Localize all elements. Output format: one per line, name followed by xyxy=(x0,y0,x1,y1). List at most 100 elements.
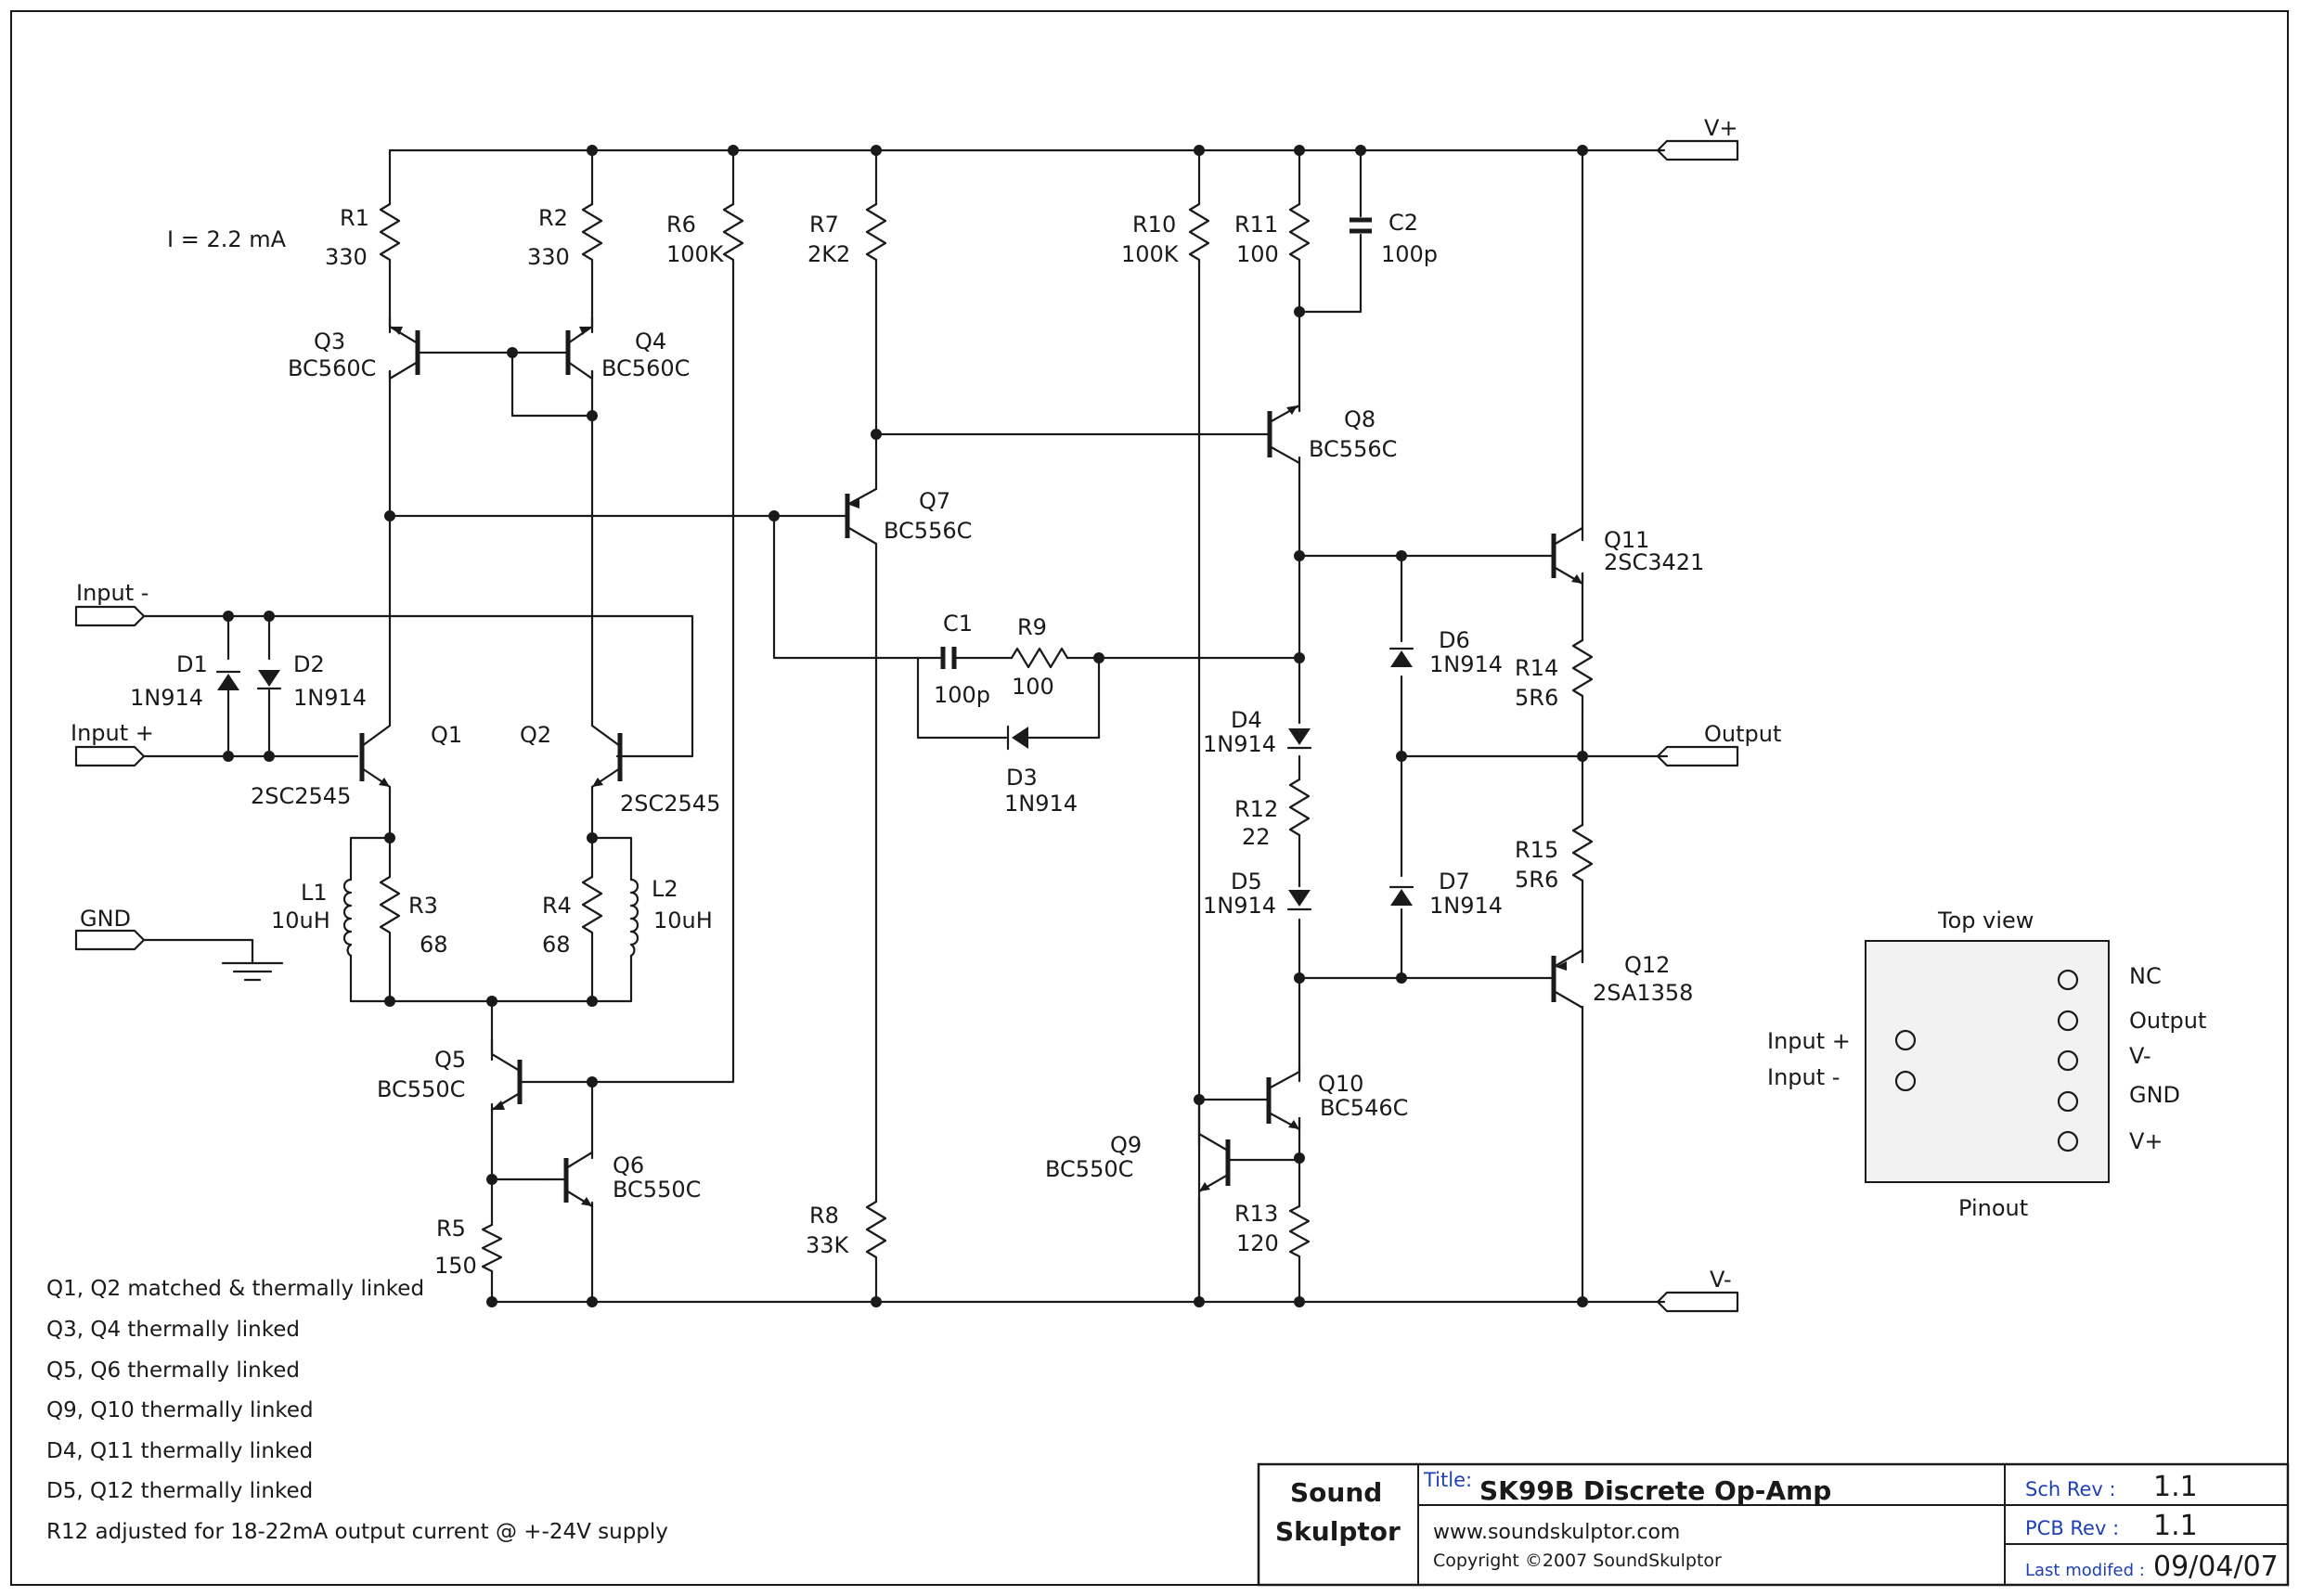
modified-value: 09/04/07 xyxy=(2153,1551,2279,1583)
label-d5-ref: D5 xyxy=(1231,869,1262,895)
port-label-vminus: V- xyxy=(1710,1267,1732,1293)
drawing-title: SK99B Discrete Op-Amp xyxy=(1479,1475,1831,1506)
company-name-line1: Sound xyxy=(1290,1477,1382,1508)
port-vplus xyxy=(1656,139,1739,161)
port-output xyxy=(1656,745,1739,767)
transistor-q8 xyxy=(1267,404,1301,465)
sch-rev-value: 1.1 xyxy=(2153,1471,2198,1503)
pin-label-right: NC xyxy=(2129,963,2162,989)
label-r1-ref: R1 xyxy=(340,205,369,231)
transistor-q5 xyxy=(490,1037,594,1112)
pinout-header: Top view xyxy=(1937,907,2034,933)
transistor-q10 xyxy=(1266,1065,1301,1131)
port-label-input-minus: Input - xyxy=(76,580,149,606)
pin-vminus xyxy=(2057,1049,2079,1072)
label-q6-ref: Q6 xyxy=(613,1152,644,1178)
pin-label-left: Input - xyxy=(1767,1064,1840,1090)
label-d2-ref: D2 xyxy=(293,651,325,677)
resistor-r15 xyxy=(1571,823,1594,892)
label-d1-ref: D1 xyxy=(176,651,208,677)
label-q2-ref: Q2 xyxy=(520,722,551,748)
junctions xyxy=(223,145,1588,1307)
pin-label-right: V+ xyxy=(2129,1128,2163,1154)
label-r11-val: 100 xyxy=(1236,241,1279,267)
label-r10-val: 100K xyxy=(1121,241,1180,267)
label-r15-val: 5R6 xyxy=(1515,867,1558,893)
label-r4-val: 68 xyxy=(542,932,571,958)
label-d7-val: 1N914 xyxy=(1429,893,1503,919)
label-r1-val: 330 xyxy=(325,244,368,270)
note-line: Q5, Q6 thermally linked xyxy=(46,1358,300,1383)
note-line: R12 adjusted for 18-22mA output current … xyxy=(46,1520,668,1544)
transistors xyxy=(359,315,1584,1208)
label-q3-ref: Q3 xyxy=(314,328,345,354)
diode-d7 xyxy=(1388,885,1414,906)
diode-d6 xyxy=(1388,647,1414,667)
resistor-r8 xyxy=(865,1200,887,1268)
pin-input-plus xyxy=(1894,1029,1917,1051)
label-r7-ref: R7 xyxy=(809,212,839,238)
label-r13-val: 120 xyxy=(1236,1230,1279,1256)
label-d2-val: 1N914 xyxy=(293,685,367,711)
pin-output xyxy=(2057,1010,2079,1032)
port-label-output: Output xyxy=(1704,721,1781,747)
title-block: Sound Skulptor Title: SK99B Discrete Op-… xyxy=(1257,1462,2290,1587)
pcb-rev-value: 1.1 xyxy=(2153,1510,2198,1542)
port-gnd xyxy=(74,929,146,951)
label-q3-val: BC560C xyxy=(288,355,376,381)
label-r13-ref: R13 xyxy=(1234,1201,1278,1227)
label-c1-val: 100p xyxy=(934,682,990,708)
port-input-plus xyxy=(74,745,146,767)
ports xyxy=(74,139,1739,1313)
transistor-q7 xyxy=(845,487,878,546)
label-r15-ref: R15 xyxy=(1515,837,1558,863)
transistor-q2 xyxy=(590,714,623,800)
label-q10-ref: Q10 xyxy=(1318,1071,1363,1097)
label-q1-val: 2SC2545 xyxy=(251,783,351,809)
note-line: D5, Q12 thermally linked xyxy=(46,1479,313,1503)
resistor-r9 xyxy=(1010,647,1069,669)
label-q6-val: BC550C xyxy=(613,1177,701,1203)
pin-nc xyxy=(2057,969,2079,991)
pin-gnd xyxy=(2057,1090,2079,1113)
resistors xyxy=(379,202,1594,1279)
transistor-q6 xyxy=(541,1151,594,1208)
wires xyxy=(142,148,1669,1304)
note-line: D4, Q11 thermally linked xyxy=(46,1439,313,1463)
label-l1-ref: L1 xyxy=(301,880,328,906)
label-q11-ref: Q11 xyxy=(1604,527,1649,553)
component-labels: R1 330 R2 330 R6 100K R7 2K2 R10 100K R1… xyxy=(130,205,1704,1279)
label-l1-val: 10uH xyxy=(271,907,330,933)
capacitor-c2 xyxy=(1350,217,1372,234)
note-line: Q3, Q4 thermally linked xyxy=(46,1318,300,1342)
label-d7-ref: D7 xyxy=(1439,869,1470,895)
diodes xyxy=(215,647,1414,911)
label-r14-val: 5R6 xyxy=(1515,685,1558,711)
label-l2-val: 10uH xyxy=(653,907,713,933)
label-q7-ref: Q7 xyxy=(919,488,950,514)
inductors xyxy=(342,878,639,958)
company-url: www.soundskulptor.com xyxy=(1433,1521,1680,1544)
label-d5-val: 1N914 xyxy=(1203,893,1276,919)
label-d6-ref: D6 xyxy=(1439,627,1470,653)
label-r9-val: 100 xyxy=(1012,674,1054,700)
label-c1-ref: C1 xyxy=(943,611,973,637)
current-note: I = 2.2 mA xyxy=(167,226,287,252)
label-r4-ref: R4 xyxy=(542,893,572,919)
pinout-package xyxy=(1865,940,2110,1183)
label-q7-val: BC556C xyxy=(884,518,972,544)
label-r9-ref: R9 xyxy=(1017,614,1047,640)
label-q12-ref: Q12 xyxy=(1624,952,1670,978)
resistor-r11 xyxy=(1288,202,1311,271)
label-q10-val: BC546C xyxy=(1320,1095,1408,1121)
label-d4-ref: D4 xyxy=(1231,707,1262,733)
label-q9-val: BC550C xyxy=(1045,1156,1133,1182)
label-r6-ref: R6 xyxy=(666,212,696,238)
label-r12-val: 22 xyxy=(1242,824,1271,850)
design-notes: Q1, Q2 matched & thermally linked Q3, Q4… xyxy=(46,1277,668,1544)
label-r5-ref: R5 xyxy=(436,1216,466,1242)
note-line: Q1, Q2 matched & thermally linked xyxy=(46,1277,424,1301)
transistor-q4 xyxy=(565,315,594,380)
port-label-vplus: V+ xyxy=(1704,115,1738,141)
transistor-q12 xyxy=(1551,948,1584,1010)
